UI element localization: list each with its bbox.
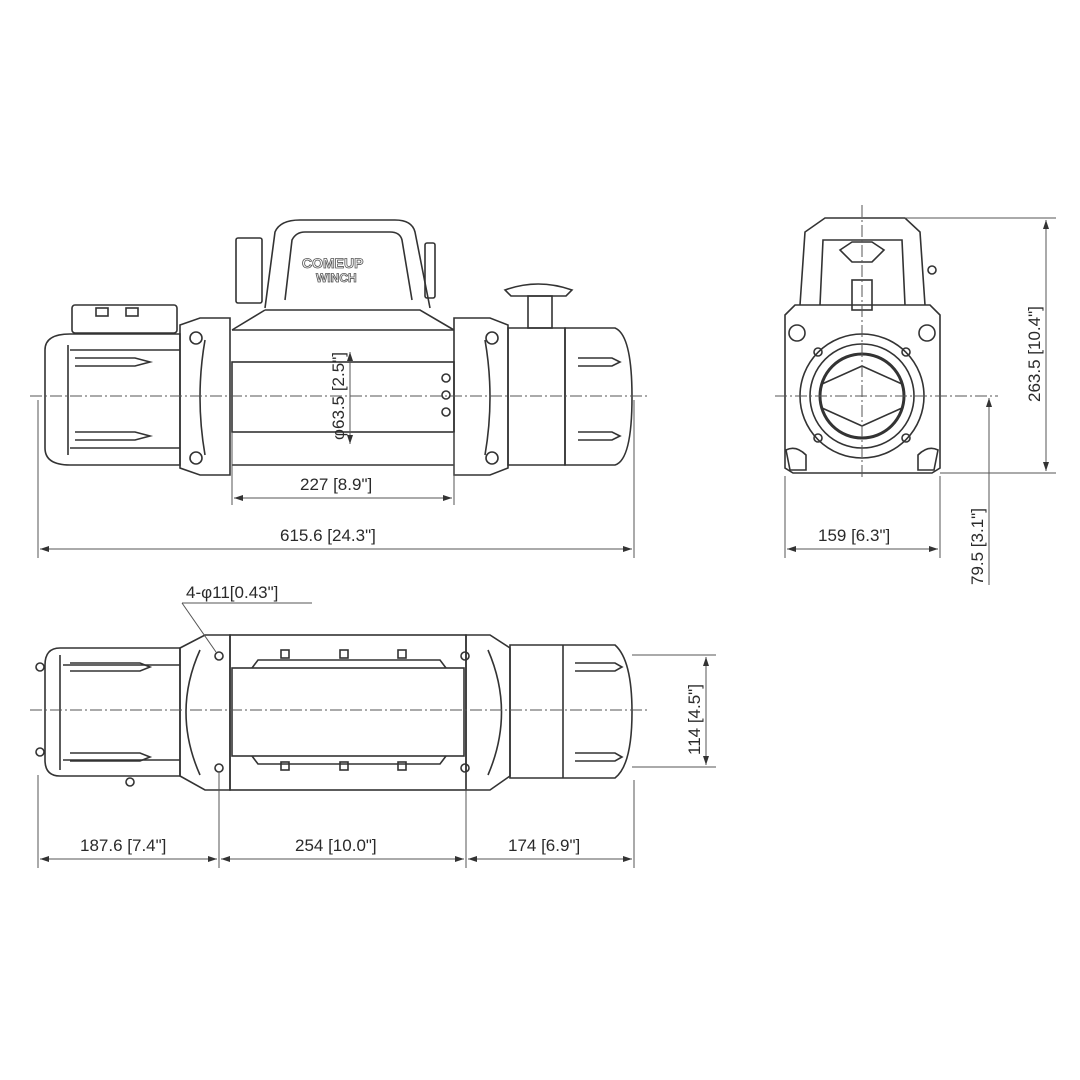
logo-line1: COMEUP [302, 255, 363, 271]
dim-width: 159 [6.3"] [818, 526, 890, 545]
dim-overall-length: 615.6 [24.3"] [280, 526, 376, 545]
dim-height: 263.5 [10.4"] [1025, 306, 1044, 402]
dim-drum-length: 227 [8.9"] [300, 475, 372, 494]
side-view-dimensions [775, 205, 1056, 585]
dim-mount-length: 254 [10.0"] [295, 836, 377, 855]
front-view-dimensions [30, 352, 648, 558]
dim-mount-width: 114 [4.5"] [685, 684, 704, 755]
dim-left-offset: 187.6 [7.4"] [80, 836, 166, 855]
dim-mount-holes: 4-φ11[0.43"] [186, 583, 278, 602]
top-view-dimensions [30, 602, 716, 868]
top-view [35, 634, 633, 791]
dim-drum-diameter: φ63.5 [2.5"] [329, 352, 348, 440]
dim-right-offset: 174 [6.9"] [508, 836, 580, 855]
logo-line2: WINCH [316, 271, 357, 285]
front-view [44, 219, 633, 476]
dim-center-height: 79.5 [3.1"] [968, 508, 987, 585]
